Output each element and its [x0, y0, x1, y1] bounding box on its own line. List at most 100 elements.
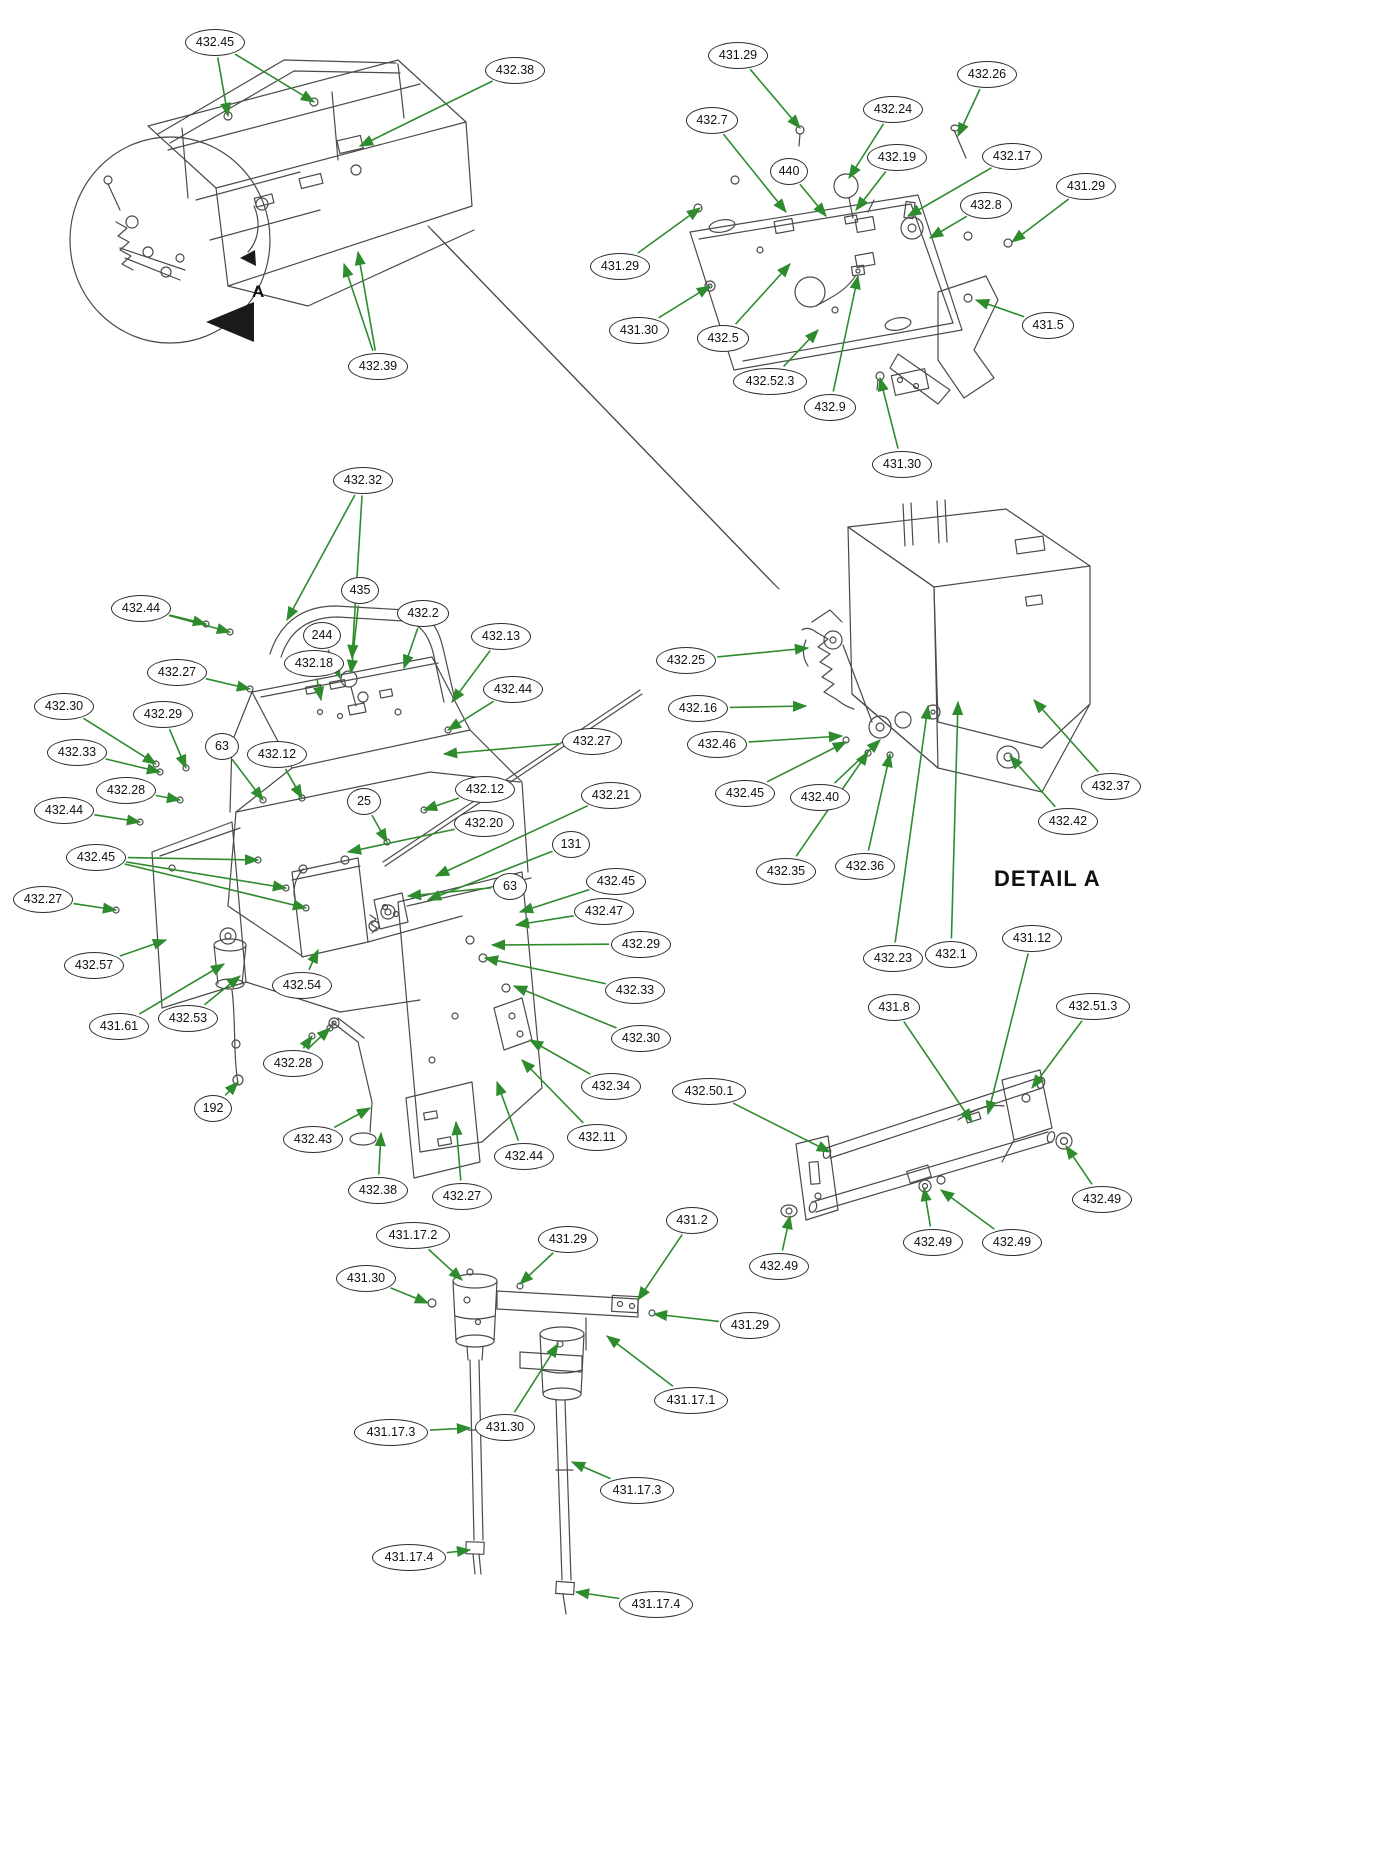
- part-callout-432.30: 432.30: [34, 692, 94, 720]
- part-callout-431.5: 431.5: [1021, 311, 1075, 339]
- part-callout-432.28: 432.28: [263, 1049, 323, 1077]
- part-callout-432.49: 432.49: [903, 1228, 963, 1256]
- part-callout-431.17.2: 431.17.2: [375, 1221, 451, 1249]
- part-callout-432.23: 432.23: [863, 944, 923, 972]
- frame-detail-drawing: [69, 59, 475, 344]
- long-rod-drawing: [382, 225, 780, 867]
- part-callout-431.29: 431.29: [708, 41, 768, 69]
- part-callout-432.44: 432.44: [34, 796, 94, 824]
- part-callout-432.29: 432.29: [611, 930, 671, 958]
- part-callout-432.34: 432.34: [581, 1072, 641, 1100]
- part-callout-432.27: 432.27: [432, 1182, 492, 1210]
- part-callout-431.29: 431.29: [720, 1311, 780, 1339]
- part-callout-432.5: 432.5: [696, 324, 750, 352]
- part-callout-432.1: 432.1: [924, 940, 978, 968]
- section-a-marker: A: [252, 282, 265, 301]
- part-callout-431.17.3: 431.17.3: [599, 1476, 675, 1504]
- part-callout-432.50.1: 432.50.1: [671, 1077, 747, 1105]
- part-callout-432.35: 432.35: [756, 857, 816, 885]
- part-callout-432.16: 432.16: [668, 694, 728, 722]
- part-callout-431.30: 431.30: [609, 316, 669, 344]
- part-callout-244: 244: [303, 621, 341, 649]
- part-callout-432.49: 432.49: [749, 1252, 809, 1280]
- part-callout-432.24: 432.24: [863, 95, 923, 123]
- part-callout-432.39: 432.39: [348, 352, 408, 380]
- part-callout-432.46: 432.46: [687, 730, 747, 758]
- part-callout-432.12: 432.12: [247, 740, 307, 768]
- part-callout-432.49: 432.49: [1072, 1185, 1132, 1213]
- part-callout-432.53: 432.53: [158, 1004, 218, 1032]
- part-callout-192: 192: [194, 1094, 232, 1122]
- part-callout-432.33: 432.33: [47, 738, 107, 766]
- part-callout-432.7: 432.7: [685, 106, 739, 134]
- part-callout-435: 435: [341, 576, 379, 604]
- part-callout-431.17.4: 431.17.4: [618, 1590, 694, 1618]
- part-callout-432.45: 432.45: [715, 779, 775, 807]
- part-callout-431.29: 431.29: [590, 252, 650, 280]
- control-plate-drawing: [689, 124, 1013, 405]
- part-callout-25: 25: [347, 787, 381, 815]
- part-callout-432.21: 432.21: [581, 781, 641, 809]
- part-callout-432.29: 432.29: [133, 700, 193, 728]
- part-callout-432.27: 432.27: [13, 885, 73, 913]
- part-callout-432.20: 432.20: [454, 809, 514, 837]
- part-callout-432.51.3: 432.51.3: [1055, 992, 1131, 1020]
- part-callout-432.37: 432.37: [1081, 772, 1141, 800]
- part-callout-63: 63: [205, 732, 239, 760]
- part-callout-432.44: 432.44: [111, 594, 171, 622]
- part-callout-432.38: 432.38: [485, 56, 545, 84]
- part-callout-432.45: 432.45: [66, 843, 126, 871]
- part-callout-432.32: 432.32: [333, 466, 393, 494]
- part-callout-432.17: 432.17: [982, 142, 1042, 170]
- part-callout-432.11: 432.11: [567, 1123, 627, 1151]
- ground-tube-assemblies-drawing: [427, 1268, 656, 1615]
- part-callout-432.45: 432.45: [185, 28, 245, 56]
- part-callout-131: 131: [552, 830, 590, 858]
- part-callout-432.12: 432.12: [455, 775, 515, 803]
- part-callout-432.19: 432.19: [867, 143, 927, 171]
- detail-a-assembly-drawing: [801, 499, 1091, 793]
- roller-bar-assembly-drawing: [780, 1069, 1073, 1221]
- part-callout-432.54: 432.54: [272, 971, 332, 999]
- part-callout-432.8: 432.8: [959, 191, 1013, 219]
- part-callout-432.28: 432.28: [96, 776, 156, 804]
- part-callout-432.13: 432.13: [471, 622, 531, 650]
- part-callout-432.42: 432.42: [1038, 807, 1098, 835]
- part-callout-432.43: 432.43: [283, 1125, 343, 1153]
- part-callout-432.38: 432.38: [348, 1176, 408, 1204]
- main-frame-assembly-drawing: [112, 605, 543, 1179]
- part-callout-431.17.1: 431.17.1: [653, 1386, 729, 1414]
- part-callout-431.2: 431.2: [665, 1206, 719, 1234]
- part-callout-432.33: 432.33: [605, 976, 665, 1004]
- part-callout-432.49: 432.49: [982, 1228, 1042, 1256]
- part-callout-432.47: 432.47: [574, 897, 634, 925]
- part-callout-431.29: 431.29: [538, 1225, 598, 1253]
- part-callout-432.26: 432.26: [957, 60, 1017, 88]
- part-callout-431.12: 431.12: [1002, 924, 1062, 952]
- detail-a-heading: DETAIL A: [994, 866, 1101, 891]
- part-callout-432.45: 432.45: [586, 867, 646, 895]
- part-callout-432.40: 432.40: [790, 783, 850, 811]
- part-callout-431.17.4: 431.17.4: [371, 1543, 447, 1571]
- part-callout-432.36: 432.36: [835, 852, 895, 880]
- part-callout-432.18: 432.18: [284, 649, 344, 677]
- part-callout-432.57: 432.57: [64, 951, 124, 979]
- part-callout-431.61: 431.61: [89, 1012, 149, 1040]
- part-callout-431.30: 431.30: [872, 450, 932, 478]
- part-callout-431.17.3: 431.17.3: [353, 1418, 429, 1446]
- part-callout-431.30: 431.30: [336, 1264, 396, 1292]
- part-callout-432.27: 432.27: [147, 658, 207, 686]
- part-callout-432.2: 432.2: [396, 599, 450, 627]
- part-callout-63: 63: [493, 872, 527, 900]
- part-callout-432.9: 432.9: [803, 393, 857, 421]
- part-callout-432.52.3: 432.52.3: [732, 367, 808, 395]
- part-callout-432.44: 432.44: [483, 675, 543, 703]
- part-callout-431.30: 431.30: [475, 1413, 535, 1441]
- part-callout-431.29: 431.29: [1056, 172, 1116, 200]
- part-callout-431.8: 431.8: [867, 993, 921, 1021]
- part-callout-432.27: 432.27: [562, 727, 622, 755]
- part-callout-432.44: 432.44: [494, 1142, 554, 1170]
- part-callout-432.25: 432.25: [656, 646, 716, 674]
